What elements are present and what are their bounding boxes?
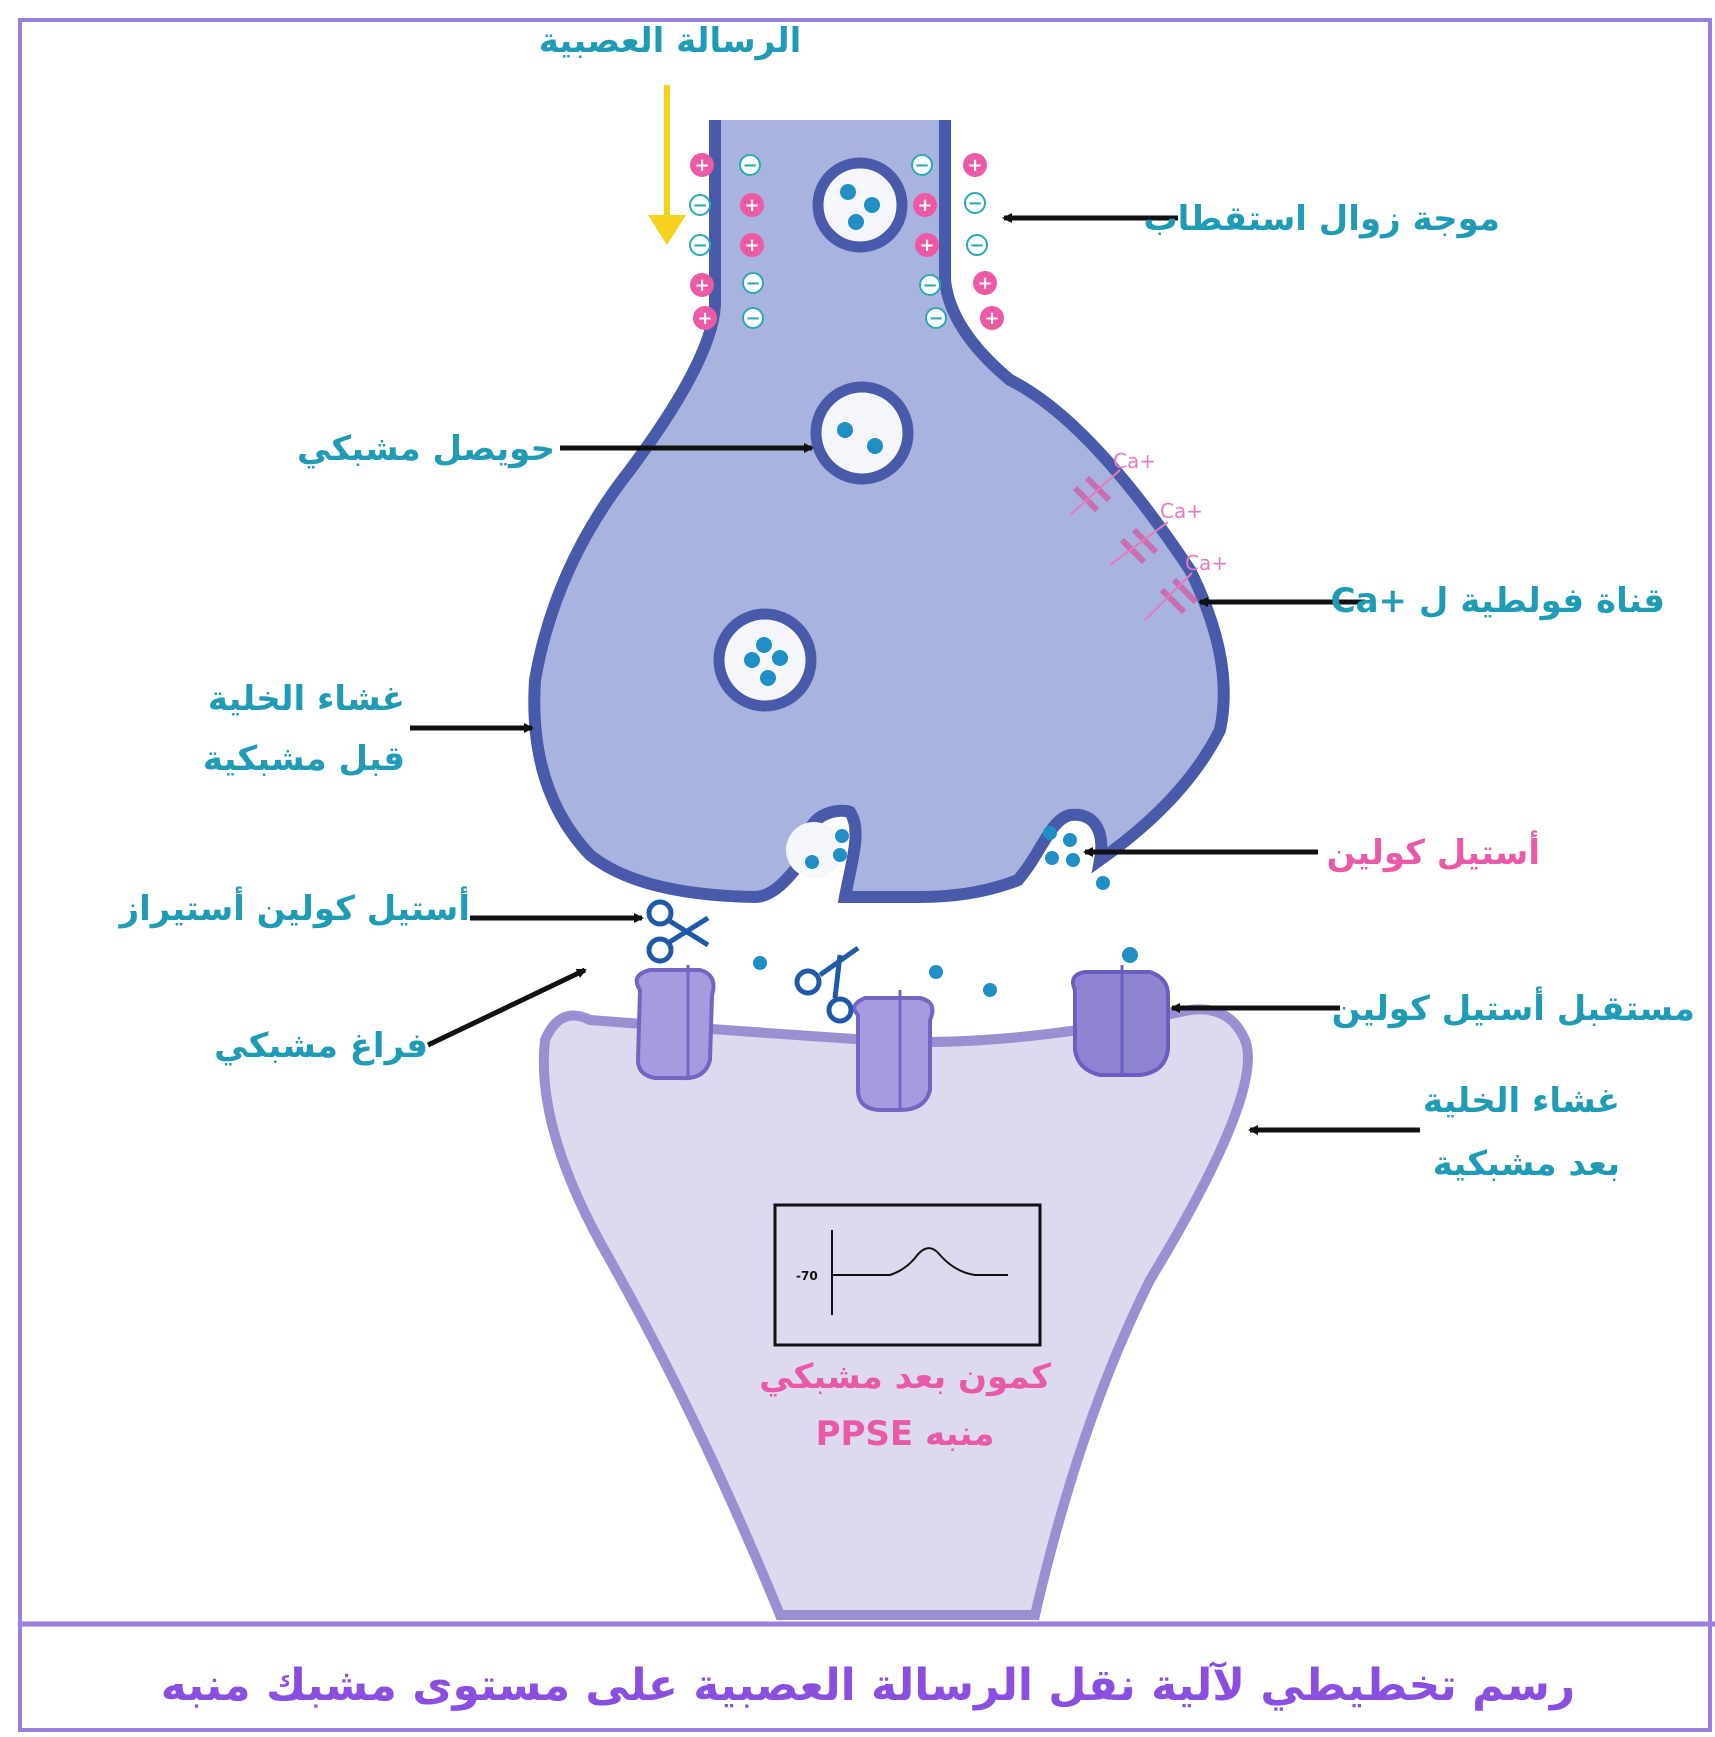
- postsynaptic-membrane-label-line2: بعد مشبكية: [1433, 1144, 1620, 1184]
- ca-ion-label: Ca+: [1113, 449, 1156, 473]
- svg-text:−: −: [692, 195, 707, 216]
- positive-charge-icon: +: [913, 193, 937, 217]
- ca-ion-label: Ca+: [1160, 499, 1203, 523]
- svg-text:+: +: [744, 235, 759, 256]
- scissors-icon: [649, 902, 708, 961]
- positive-charge-icon: +: [740, 233, 764, 257]
- acetylcholine-label: أستيل كولين: [1327, 830, 1540, 873]
- graph-resting-value: -70: [796, 1269, 818, 1283]
- positive-charge-icon: +: [980, 306, 1004, 330]
- vesicle-lower: [719, 614, 811, 706]
- vesicle-top: [818, 163, 902, 247]
- presynaptic-membrane-label-line2: قبل مشبكية: [203, 739, 405, 779]
- svg-text:−: −: [969, 235, 984, 256]
- negative-charge-icon: −: [690, 195, 710, 216]
- negative-charge-icon: −: [920, 275, 940, 296]
- svg-text:−: −: [922, 275, 937, 296]
- positive-charge-icon: +: [693, 306, 717, 330]
- depolarization-wave-label: موجة زوال استقطاب: [1143, 199, 1500, 239]
- svg-text:+: +: [967, 155, 982, 176]
- ach-receptor: [1073, 965, 1168, 1075]
- positive-charge-icon: +: [690, 153, 714, 177]
- negative-charge-icon: −: [967, 235, 987, 256]
- synaptic-vesicle-label: حويصل مشبكي: [297, 429, 555, 469]
- vesicle-fusing-left: [786, 822, 849, 878]
- svg-text:+: +: [919, 235, 934, 256]
- positive-charge-icon: +: [740, 193, 764, 217]
- nerve-message-label: الرسالة العصبية: [539, 21, 802, 61]
- positive-charge-icon: +: [915, 233, 939, 257]
- svg-text:+: +: [917, 195, 932, 216]
- svg-text:+: +: [694, 155, 709, 176]
- psp-label-line2: منبه PPSE: [816, 1414, 995, 1454]
- svg-text:+: +: [984, 308, 999, 329]
- positive-charge-icon: +: [973, 271, 997, 295]
- postsynaptic-membrane-label-line1: غشاء الخلية: [1423, 1081, 1620, 1121]
- svg-text:−: −: [745, 273, 760, 294]
- svg-text:+: +: [744, 195, 759, 216]
- negative-charge-icon: −: [965, 193, 985, 214]
- negative-charge-icon: −: [743, 308, 763, 329]
- ca-channel-label: قناة فولطية ل +Ca: [1331, 581, 1665, 621]
- positive-charge-icon: +: [963, 153, 987, 177]
- ach-receptor: [854, 990, 932, 1110]
- negative-charge-icon: −: [740, 155, 760, 176]
- vesicle-middle: [816, 387, 908, 479]
- svg-text:+: +: [977, 273, 992, 294]
- svg-text:−: −: [745, 308, 760, 329]
- svg-text:−: −: [914, 155, 929, 176]
- svg-text:−: −: [967, 193, 982, 214]
- presynaptic-membrane-label-line1: غشاء الخلية: [208, 679, 405, 719]
- acetylcholinesterase-label: أستيل كولين أستيراز: [118, 886, 470, 929]
- diagram-caption: رسم تخطيطي لآلية نقل الرسالة العصبية على…: [161, 1660, 1575, 1711]
- svg-text:−: −: [742, 155, 757, 176]
- psp-label-line1: كمون بعد مشبكي: [759, 1357, 1051, 1397]
- svg-text:+: +: [694, 275, 709, 296]
- ach-receptor-label: مستقبل أستيل كولين: [1332, 986, 1695, 1029]
- synaptic-cleft-label: فراغ مشبكي: [214, 1026, 428, 1066]
- scissors-icon: [797, 948, 858, 1021]
- nerve-message-arrow: [648, 85, 686, 245]
- positive-charge-icon: +: [690, 273, 714, 297]
- negative-charge-icon: −: [926, 308, 946, 329]
- svg-text:−: −: [928, 308, 943, 329]
- negative-charge-icon: −: [743, 273, 763, 294]
- ach-receptor: [637, 965, 714, 1078]
- svg-text:−: −: [692, 235, 707, 256]
- negative-charge-icon: −: [690, 235, 710, 256]
- svg-text:+: +: [697, 308, 712, 329]
- negative-charge-icon: −: [912, 155, 932, 176]
- ca-ion-label: Ca+: [1185, 551, 1228, 575]
